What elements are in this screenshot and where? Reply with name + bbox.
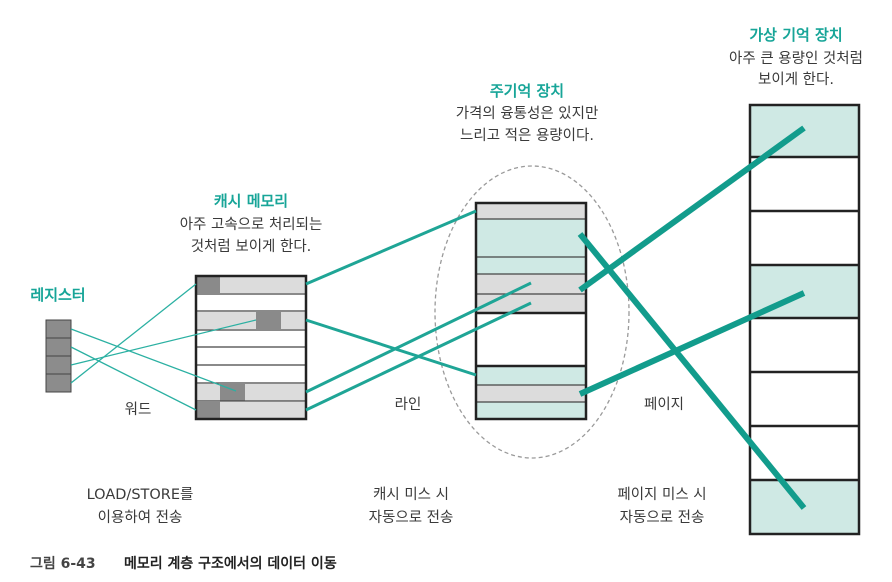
- figure-caption: 메모리 계층 구조에서의 데이터 이동: [124, 555, 337, 572]
- register-cell: [45, 337, 72, 357]
- main-memory-page: [476, 366, 586, 385]
- page-transfer-lines: [577, 125, 807, 510]
- main-memory-page: [476, 257, 586, 274]
- line-label: 라인: [395, 396, 422, 413]
- main-memory-line: [476, 203, 586, 219]
- virtual-memory-title: 가상 기억 장치: [749, 26, 842, 44]
- cache-line: [196, 276, 306, 293]
- cache-memory-title: 캐시 메모리: [214, 192, 288, 210]
- figure-number: 그림 6-43: [30, 556, 96, 572]
- page-miss-desc-line2: 자동으로 전송: [620, 509, 705, 526]
- register-cell: [45, 355, 72, 375]
- cache-word: [220, 384, 245, 401]
- virtual-memory-desc-line2: 보이게 한다.: [758, 71, 834, 88]
- load-store-desc-line2: 이용하여 전송: [98, 509, 183, 526]
- cache-memory-desc-line1: 아주 고속으로 처리되는: [180, 216, 323, 233]
- word-label: 워드: [125, 401, 152, 418]
- cache-word: [196, 276, 220, 293]
- main-memory-desc-line2: 느리고 적은 용량이다.: [460, 127, 594, 144]
- cache-memory-desc-line2: 것처럼 보이게 한다.: [191, 238, 312, 255]
- load-store-desc-line1: LOAD/STORE를: [87, 487, 194, 503]
- register-cell: [45, 373, 72, 393]
- main-memory-line: [476, 385, 586, 402]
- page-label: 페이지: [644, 396, 684, 413]
- virtual-memory-desc-line1: 아주 큰 용량인 것처럼: [729, 50, 863, 67]
- virtual-memory-block: [748, 103, 861, 536]
- cache-miss-desc-line2: 자동으로 전송: [369, 509, 454, 526]
- main-memory-outline: [434, 165, 630, 459]
- main-memory-page: [476, 402, 586, 419]
- cache-line: [196, 402, 306, 419]
- line-transfer-lines: [305, 209, 532, 412]
- register-title: 레지스터: [30, 286, 85, 304]
- cache-word: [256, 312, 281, 329]
- main-memory-page: [476, 219, 586, 257]
- main-memory-desc-line1: 가격의 융통성은 있지만: [456, 105, 599, 122]
- main-memory-title: 주기억 장치: [490, 82, 564, 100]
- cache-memory-block: [194, 274, 308, 421]
- cache-miss-desc-line1: 캐시 미스 시: [373, 486, 449, 503]
- page-miss-desc-line1: 페이지 미스 시: [617, 486, 706, 503]
- cache-word: [196, 402, 220, 419]
- register-block: [45, 319, 72, 393]
- register-cell: [45, 319, 72, 339]
- word-transfer-lines: [70, 283, 257, 411]
- cache-line: [196, 312, 306, 329]
- cache-line: [196, 384, 306, 401]
- main-memory-block: [474, 201, 588, 421]
